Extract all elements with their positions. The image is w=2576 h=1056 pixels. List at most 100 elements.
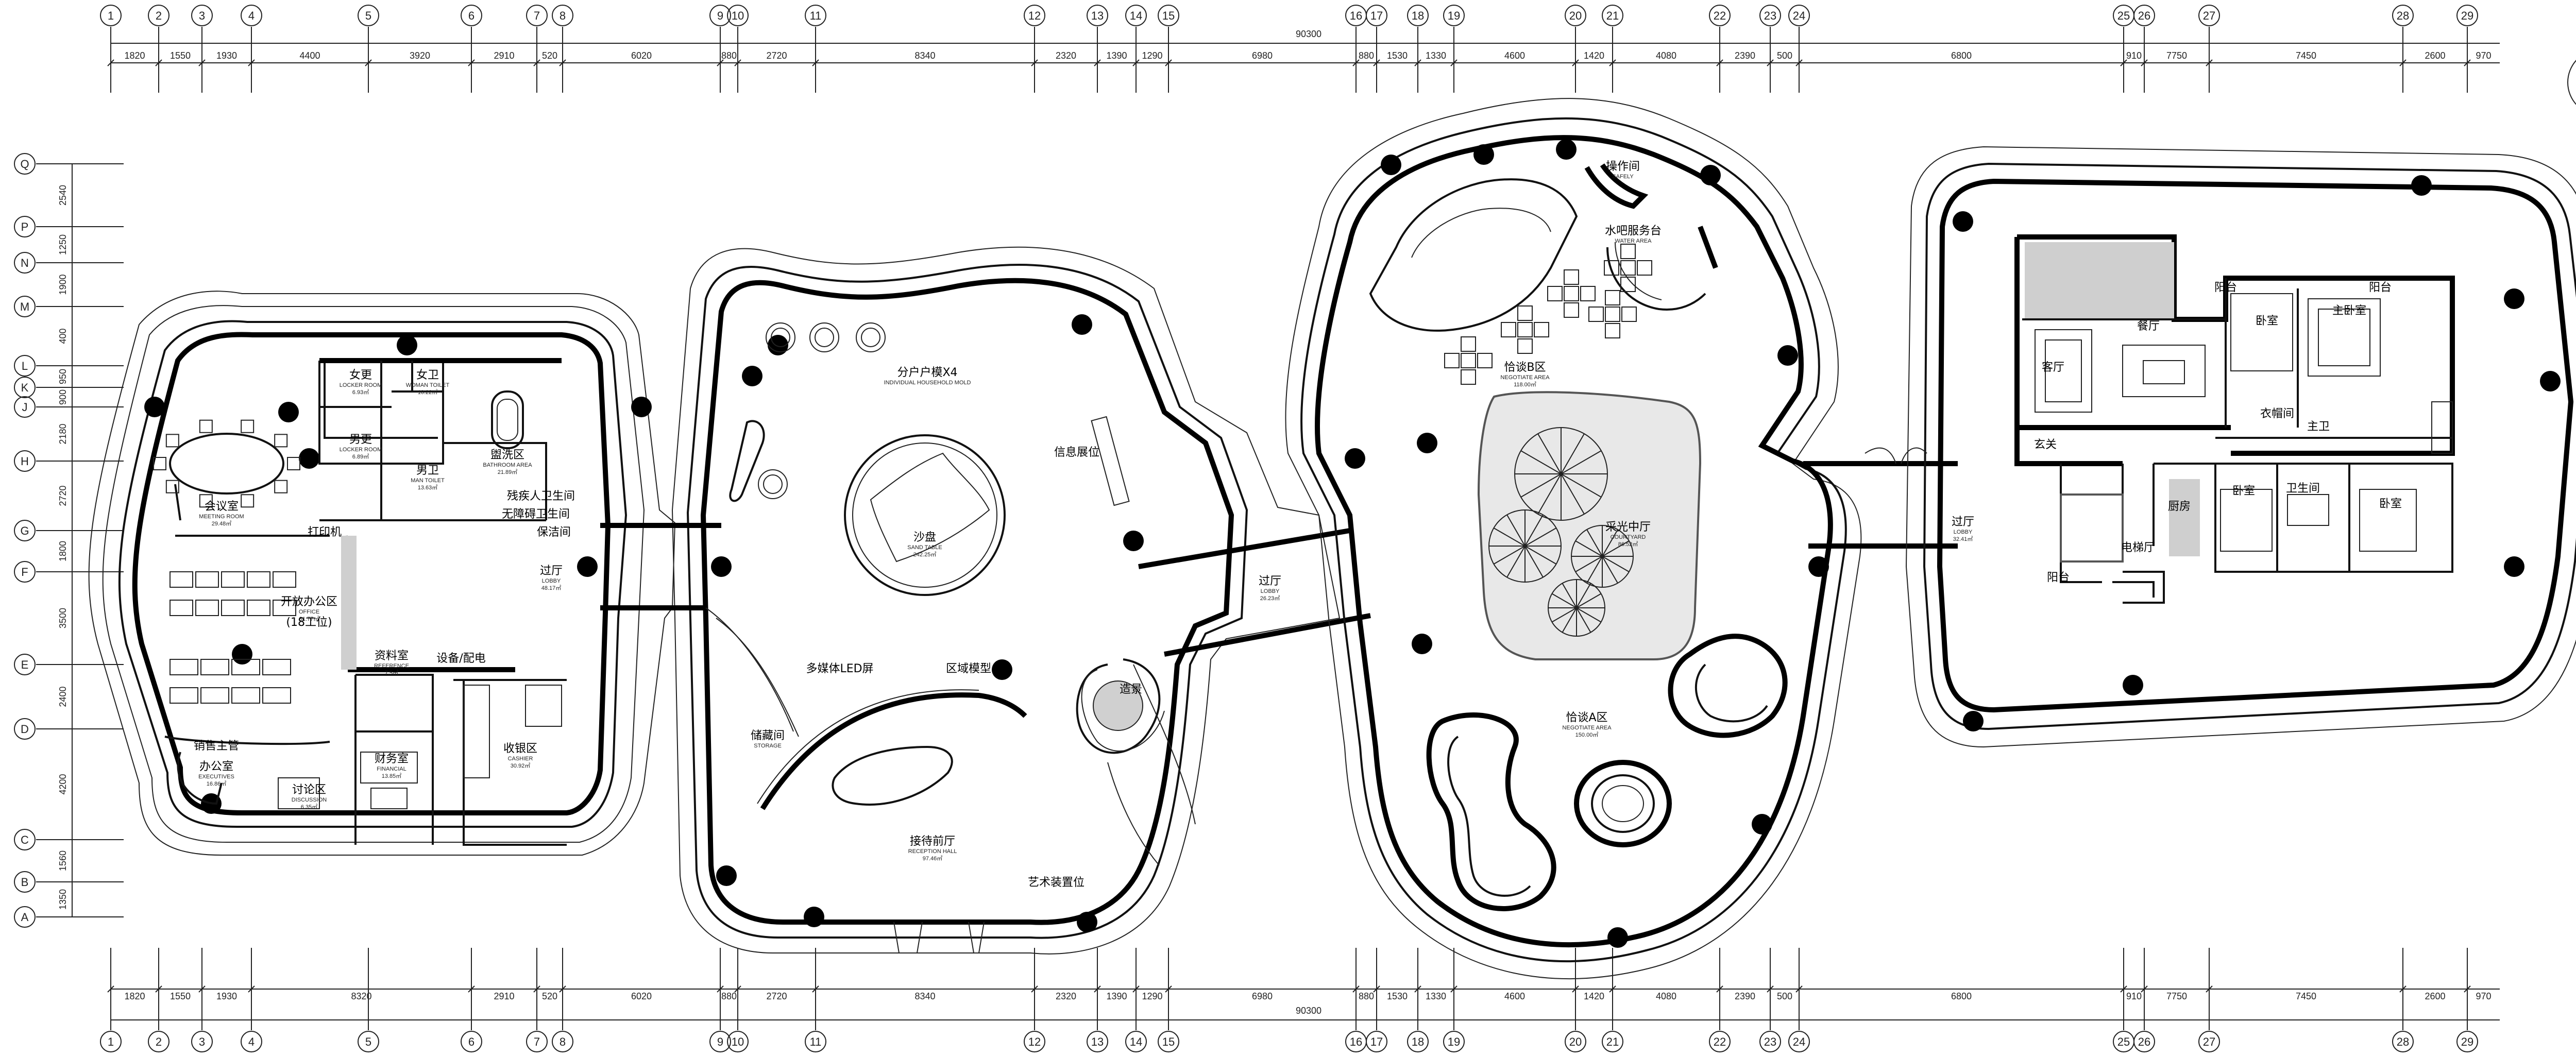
room-name: 玄关 [2034,438,2057,451]
axis-label: 10 [732,9,744,22]
dimension-value: 1390 [1106,991,1127,1001]
axis-label: 17 [1370,1035,1383,1048]
workstation [170,659,198,675]
axis-bubble-Q: Q [14,153,124,175]
column-marker [1381,155,1401,175]
axis-bubble-28: 28 [2392,5,2414,93]
axis-bubble-11: 11 [805,948,826,1052]
room-name: 女卫 [416,369,439,382]
room-name: 采光中厅 [1605,521,1651,534]
chair [165,434,179,448]
room-name-en: WATER AREA [1615,238,1652,244]
axis-label: L [22,360,28,372]
axis-label: 1 [108,1035,114,1048]
room-area: 13.63㎡ [418,484,438,491]
sales-hall-interior [705,322,1196,953]
room-label: 造景 [1120,683,1142,696]
room-name: 卧室 [2379,498,2402,510]
axis-bubble-B: B [14,871,124,893]
room-name-en: DISCUSSION [292,797,327,803]
dimension-value: 1420 [1584,50,1604,61]
axis-bubble-12: 12 [1024,5,1045,93]
workstation [200,659,229,675]
column-marker [1700,165,1721,185]
axis-label: 26 [2138,1035,2150,1048]
room-name: 打印机 [308,526,342,539]
axis-label: 26 [2138,9,2150,22]
axis-bubble-18: 18 [1407,5,1429,93]
room-name-en: LOCKER ROOM [340,382,382,388]
axis-bubble-15: 15 [1158,948,1179,1052]
room-label: 信息展位 [1054,446,1099,459]
dimension-value: 1560 [58,850,68,871]
workstation [262,687,291,704]
dimension-value: 3500 [58,608,68,628]
room-name: 电梯厅 [2121,541,2155,554]
room-name: 恰谈B区 [1504,361,1546,374]
room-name-en: LOBBY [1954,529,1973,535]
axis-label: N [21,257,29,269]
room-name-en: NEGOTIATE AREA [1500,374,1550,381]
axis-label: 4 [248,1035,255,1048]
workstation [247,571,270,588]
room-label: 多媒体LED屏 [806,662,873,675]
axis-label: 24 [1793,1035,1805,1048]
dimension-value: 2910 [494,50,514,61]
axis-label: 10 [732,1035,744,1048]
column-marker [232,644,252,665]
column-marker [2411,175,2432,196]
axis-label: 25 [2117,9,2130,22]
axis-bubble-14: 14 [1125,5,1147,93]
workstation [200,687,229,704]
room-name-en: WOMAN TOILET [406,382,450,388]
axis-label: D [21,723,29,736]
axis-label: 19 [1448,1035,1460,1048]
axis-bubble-15: 15 [1158,5,1179,93]
axis-bubble-M: M [14,296,124,317]
axis-label: E [21,658,29,671]
room-name-en: SAFELY [1612,174,1634,180]
room-name: 销售主管 [194,740,239,753]
room-area: 16.86㎡ [207,780,227,787]
room-name: 阳台 [2214,281,2237,294]
room-name-en: CASHIER [508,756,533,762]
room-area: 97.46㎡ [923,855,943,862]
chair [199,494,213,508]
axis-label: 4 [248,9,255,22]
room-name-en: FINANCIAL [377,766,406,772]
room-name: 接待前厅 [910,835,955,848]
axis-label: 14 [1130,9,1142,22]
workstation [170,600,193,616]
room-area: 10.22㎡ [418,389,438,396]
column-marker [1123,531,1144,551]
room-area: 29.48㎡ [212,520,232,527]
axis-label: 19 [1448,9,1460,22]
dimension-value: 2720 [766,991,787,1001]
dimension-value: 520 [542,991,557,1001]
column-marker [2540,371,2561,391]
axis-bubble-26: 26 [2133,948,2155,1052]
workstation [221,600,245,616]
dimension-value: 970 [2476,991,2491,1001]
dimension-value: 8340 [914,50,935,61]
workstation [195,600,219,616]
axis-bubble-19: 19 [1443,5,1465,93]
office-wing-interior [153,358,567,846]
room-name-en: REFERENCE [374,663,409,669]
dimension-value: 4200 [58,774,68,794]
axis-label: 1 [108,9,114,22]
room-label: 卫生间 [2286,482,2320,495]
dimension-value: 1530 [1387,50,1408,61]
dimension-value: 880 [721,50,737,61]
chair [199,419,213,433]
axis-label: 13 [1091,9,1104,22]
axis-bubble-6: 6 [461,5,482,93]
axis-bubble-17: 17 [1366,948,1387,1052]
